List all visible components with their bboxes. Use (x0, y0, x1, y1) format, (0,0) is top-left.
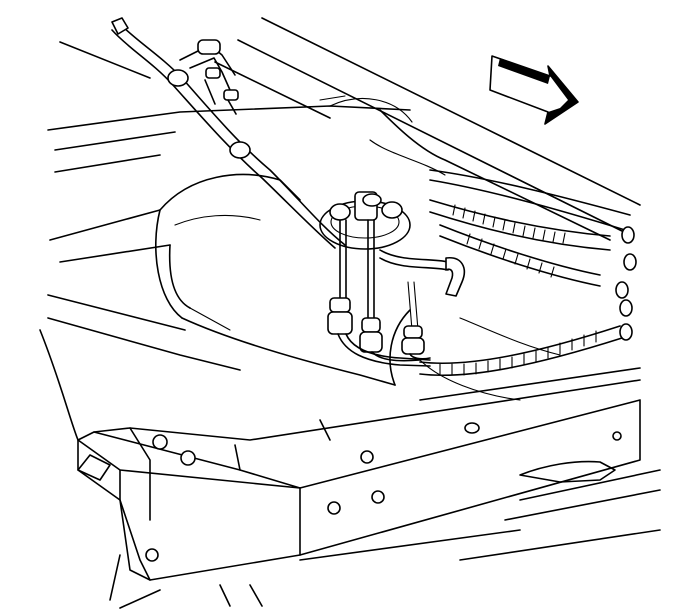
corrugated-line-bundle (419, 169, 637, 377)
fuel-tank (47, 109, 611, 401)
upper-frame-rail (47, 17, 641, 236)
direction-arrow-icon (489, 55, 579, 125)
fuel-sender-module (319, 191, 466, 331)
frame-crossmember (39, 329, 661, 609)
vent-hose (111, 17, 346, 249)
quick-connect-fittings (327, 297, 431, 367)
